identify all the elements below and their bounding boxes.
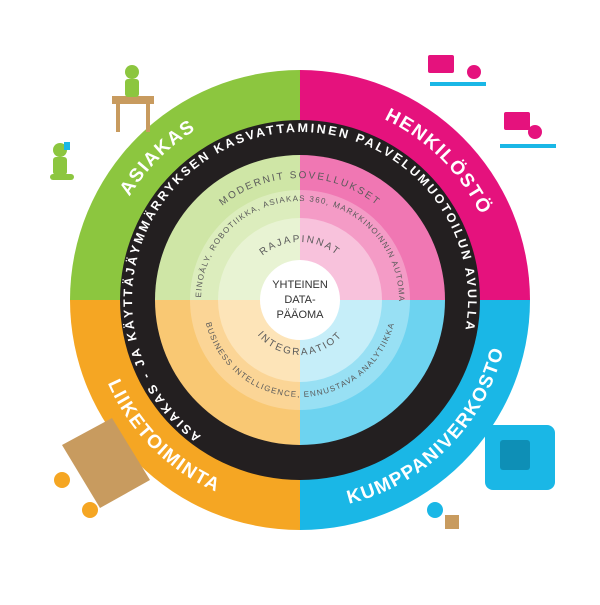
person-with-phone-illustration	[50, 142, 74, 180]
delivery-truck-illustration	[427, 425, 555, 529]
center-circle	[260, 260, 340, 340]
office-workers-illustration	[428, 55, 556, 148]
center-line-1: YHTEINEN	[272, 279, 328, 291]
meeting-table-illustration	[54, 418, 150, 518]
center-line-2: DATA-	[284, 294, 316, 306]
center-line-3: PÄÄOMA	[276, 309, 324, 321]
person-on-bench-illustration	[112, 65, 154, 132]
